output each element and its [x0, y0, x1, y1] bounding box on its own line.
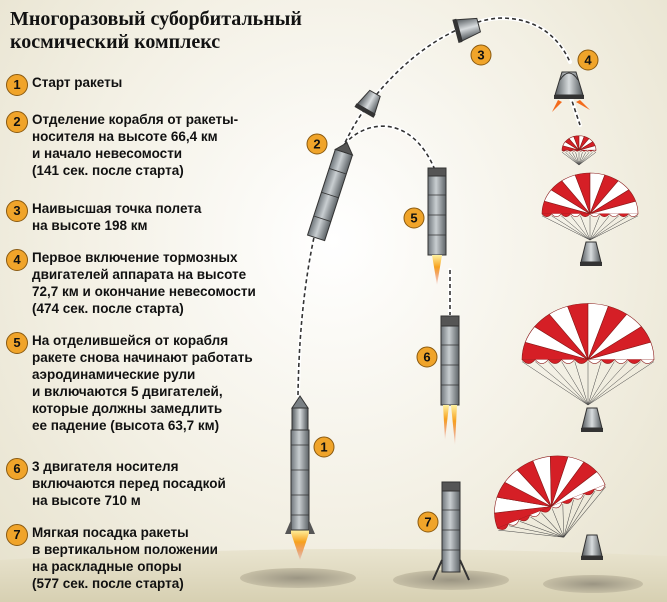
capsule-icon [354, 89, 381, 118]
step-text: Старт ракеты [32, 75, 123, 90]
step-number-badge: 2 [6, 111, 28, 133]
step-marker-2: 2 [306, 133, 328, 155]
capsule-icon [452, 17, 482, 43]
step-marker-6: 6 [416, 346, 438, 368]
flame-icon [432, 255, 442, 285]
rocket-icon [285, 395, 315, 560]
marker-label: 3 [477, 48, 484, 63]
step-marker-4: 4 [577, 49, 599, 71]
step-7: 7 Мягкая посадка ракеты в вертикальном п… [6, 524, 306, 592]
step-marker-1: 1 [313, 436, 335, 458]
page-title: Многоразовый суборбитальный космический … [10, 8, 340, 54]
landing-pad-icon [240, 568, 356, 588]
step-marker-3: 3 [470, 44, 492, 66]
marker-label: 5 [410, 211, 417, 226]
step-marker-5: 5 [403, 207, 425, 229]
step-markers: 1 2 3 4 5 6 7 [306, 44, 599, 533]
step-4: 4 Первое включение тормозных двигателей … [6, 249, 306, 317]
step-text: Первое включение тормозных двигателей ап… [32, 250, 256, 316]
flame-icon [290, 530, 310, 560]
rocket-icon [440, 315, 460, 445]
step-text: 3 двигателя носителя включаются перед по… [32, 459, 226, 508]
step-number-badge: 4 [6, 249, 28, 271]
capsule-icon [581, 534, 603, 560]
parachute-icon [541, 172, 639, 241]
step-text: Мягкая посадка ракеты в вертикальном пол… [32, 525, 218, 591]
step-3: 3 Наивысшая точка полета на высоте 198 к… [6, 200, 306, 234]
capsule-icon [581, 407, 603, 432]
step-number-badge: 6 [6, 458, 28, 480]
step-marker-7: 7 [417, 511, 439, 533]
capsule-icon [552, 71, 590, 112]
flame-icon [451, 405, 457, 445]
step-2: 2 Отделение корабля от ракеты- носителя … [6, 111, 306, 179]
landing-pad-icon [543, 575, 643, 593]
parachute-icon [521, 303, 655, 406]
flame-icon [443, 405, 449, 440]
step-5: 5 На отделившейся от корабля ракете снов… [6, 332, 306, 434]
step-number-badge: 7 [6, 524, 28, 546]
rocket-icon [306, 141, 354, 242]
step-number-badge: 5 [6, 332, 28, 354]
flame-icon [576, 100, 590, 110]
step-1: 1 Старт ракеты [6, 74, 306, 96]
parachute-icon [561, 135, 597, 166]
capsule-icon [580, 241, 602, 266]
rocket-icon [427, 167, 447, 285]
marker-label: 2 [313, 137, 320, 152]
step-text: На отделившейся от корабля ракете снова … [32, 333, 253, 433]
marker-label: 7 [424, 515, 431, 530]
marker-label: 6 [423, 350, 430, 365]
landing-pad-icon [393, 570, 509, 590]
step-6: 6 3 двигателя носителя включаются перед … [6, 458, 306, 509]
flame-icon [552, 100, 562, 112]
step-text: Наивысшая точка полета на высоте 198 км [32, 201, 202, 233]
rocket-icon [432, 481, 470, 581]
parachute-icon [494, 455, 607, 538]
marker-label: 4 [584, 53, 592, 68]
marker-label: 1 [320, 440, 327, 455]
step-number-badge: 1 [6, 74, 28, 96]
title-text: Многоразовый суборбитальный космический … [10, 8, 302, 53]
step-number-badge: 3 [6, 200, 28, 222]
step-text: Отделение корабля от ракеты- носителя на… [32, 112, 239, 178]
parachute-group [494, 135, 655, 538]
